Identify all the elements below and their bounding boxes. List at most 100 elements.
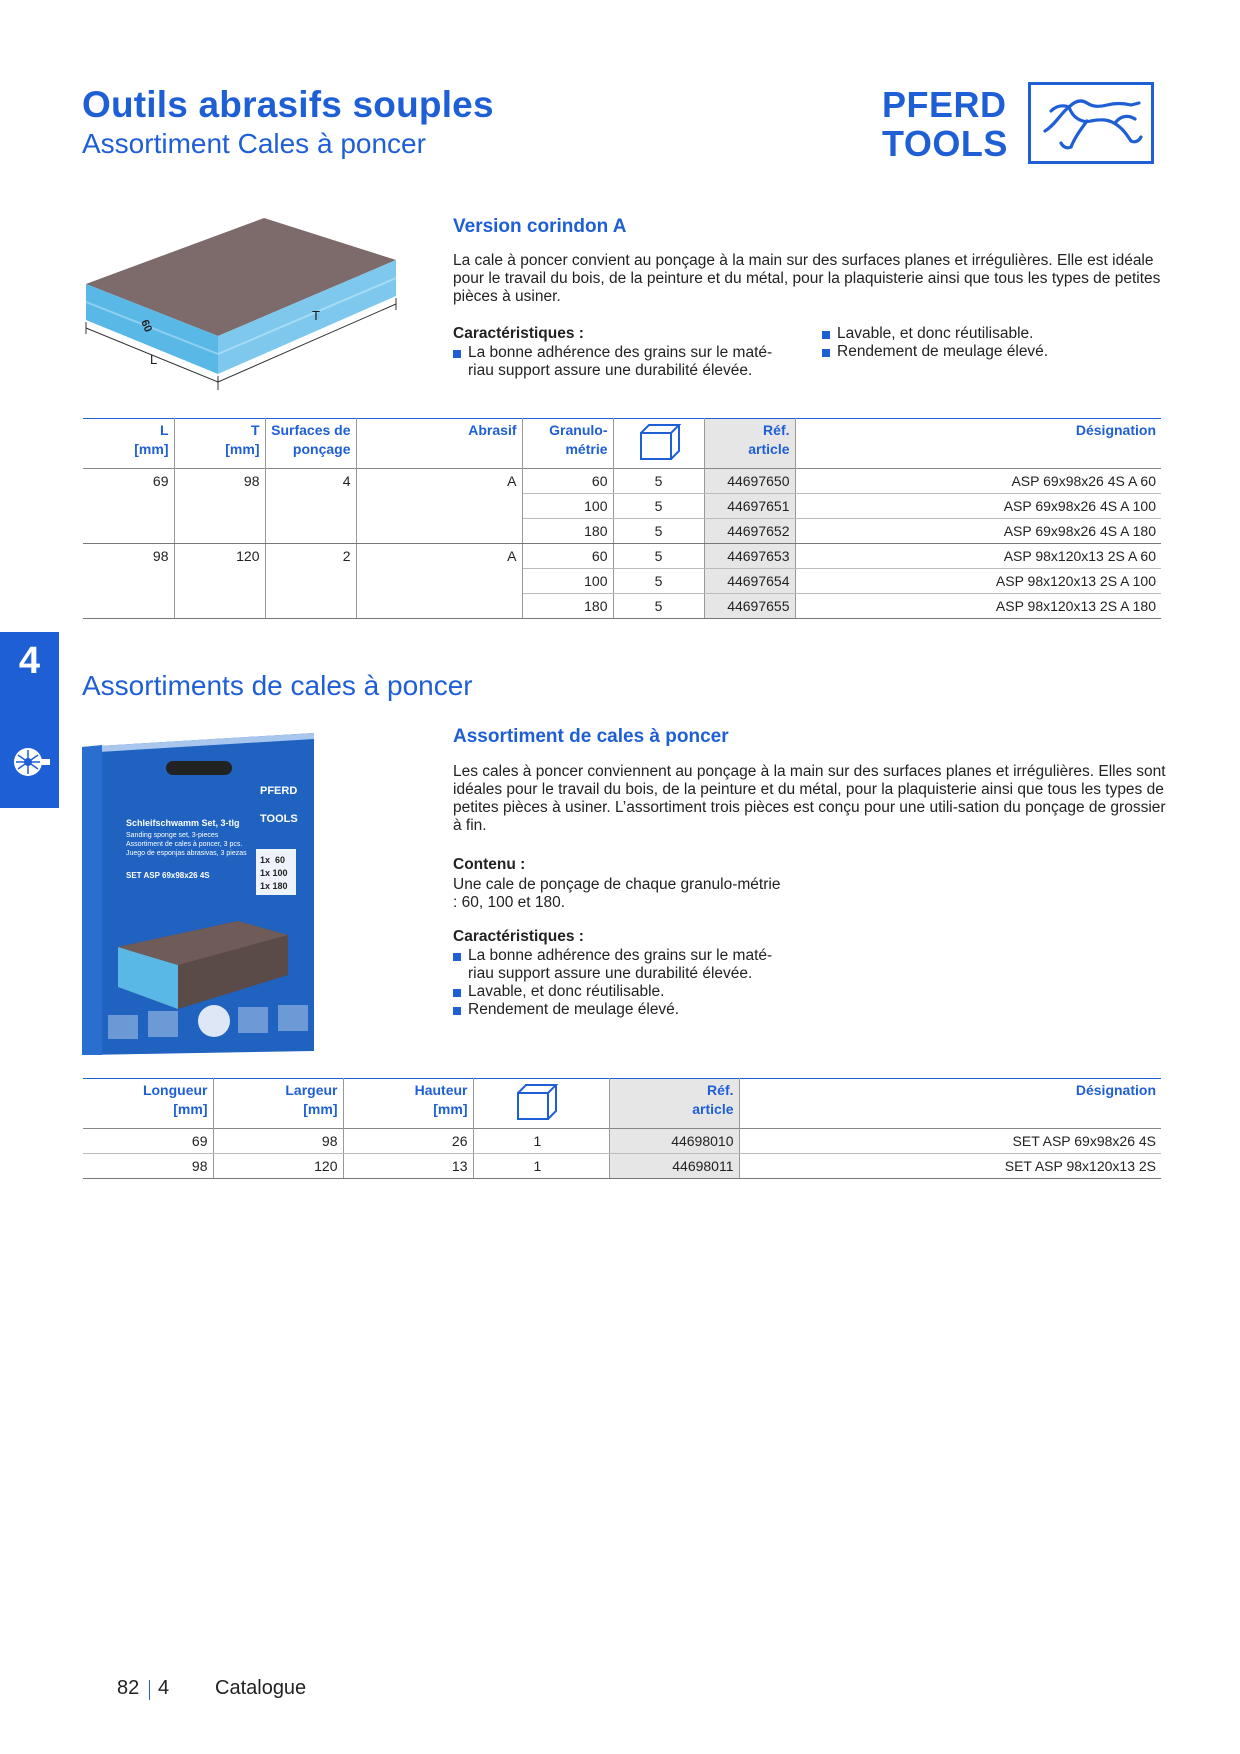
table-cell: 44697651: [704, 493, 796, 519]
feature-item: La bonne adhérence des grains sur le mat…: [453, 344, 793, 380]
col-header-largeur: Largeur [mm]: [213, 1078, 344, 1129]
chapter-tab[interactable]: 4: [0, 632, 59, 808]
section2-contents-text: Une cale de ponçage de chaque granulo-mé…: [453, 876, 781, 911]
footer-divider: [149, 1680, 150, 1700]
package-icon: [516, 1084, 558, 1120]
table-cell: 98: [83, 1153, 214, 1179]
table-cell: ASP 69x98x26 4S A 100: [795, 493, 1161, 519]
table-cell: 100: [522, 493, 614, 519]
col-header-abrasif: Abrasif: [356, 418, 523, 469]
col-header-package: [613, 418, 705, 469]
table-cell: SET ASP 69x98x26 4S: [739, 1128, 1161, 1154]
flap-wheel-icon: [8, 740, 52, 789]
logo-word-pferd: PFERD: [882, 84, 1007, 125]
table-cell: 5: [613, 493, 705, 519]
table-cell: 5: [613, 518, 705, 544]
package-qty-100: 1x 100: [260, 868, 288, 878]
table-cell: [174, 568, 266, 594]
table-cell: [265, 593, 357, 619]
table-cell: A: [356, 543, 523, 569]
table-cell: SET ASP 98x120x13 2S: [739, 1153, 1161, 1179]
table-cell: 180: [522, 518, 614, 544]
package-brand-tools: TOOLS: [260, 813, 298, 825]
footer-label: Catalogue: [215, 1677, 307, 1699]
table-cell: 44698011: [609, 1153, 740, 1179]
table-cell: [83, 568, 175, 594]
page-number: 82: [117, 1677, 140, 1699]
col-header-surfaces: Surfaces de ponçage: [265, 418, 357, 469]
table-cell: [83, 493, 175, 519]
table-cell: [356, 518, 523, 544]
table-cell: 120: [174, 543, 266, 569]
table-cell: 5: [613, 468, 705, 494]
table-cell: 5: [613, 593, 705, 619]
product-table-2: Longueur [mm] Largeur [mm] Hauteur [mm] …: [83, 1078, 1161, 1179]
sponge-set-package-image: PFERD TOOLS Schleifschwamm Set, 3-tlg Sa…: [78, 725, 318, 1060]
section2-features-label: Caractéristiques :: [453, 928, 584, 945]
table-cell: 180: [522, 593, 614, 619]
col-header-hauteur: Hauteur [mm]: [343, 1078, 474, 1129]
col-header-granulometrie: Granulo- métrie: [522, 418, 614, 469]
table-cell: [265, 518, 357, 544]
feature-item: Lavable, et donc réutilisable.: [453, 983, 793, 1001]
section1-heading: Version corindon A: [453, 216, 627, 237]
section1-features-right: Lavable, et donc réutilisable. Rendement…: [822, 325, 1152, 361]
sanding-sponge-image: L T 60: [78, 210, 398, 402]
chapter-number: 4: [18, 640, 41, 682]
table-cell: 60: [522, 468, 614, 494]
horse-logo-icon: [1028, 82, 1154, 164]
col-header-designation: Désignation: [1075, 422, 1156, 438]
table-cell: 44698010: [609, 1128, 740, 1154]
table-cell: [356, 493, 523, 519]
table-cell: A: [356, 468, 523, 494]
col-header-t: T [mm]: [174, 418, 266, 469]
package-text-set: SET ASP 69x98x26 4S: [126, 871, 210, 880]
table-cell: 5: [613, 543, 705, 569]
table-cell: [174, 593, 266, 619]
table-cell: [83, 593, 175, 619]
table-cell: 1: [473, 1153, 610, 1179]
table-cell: 5: [613, 568, 705, 594]
section2-description: Les cales à poncer conviennent au ponçag…: [453, 763, 1166, 834]
page-title: Outils abrasifs souples: [82, 84, 494, 125]
col-header-ref: Réf. article: [704, 418, 796, 469]
table-cell: ASP 69x98x26 4S A 180: [795, 518, 1161, 544]
table-cell: 2: [265, 543, 357, 569]
table-cell: [174, 493, 266, 519]
col-header-longueur: Longueur [mm]: [83, 1078, 214, 1129]
table-cell: ASP 69x98x26 4S A 60: [795, 468, 1161, 494]
col-header-l: L [mm]: [83, 418, 175, 469]
table-cell: 100: [522, 568, 614, 594]
section1-features-label: Caractéristiques :: [453, 325, 584, 342]
col-header-ref: Réf. article: [609, 1078, 740, 1129]
table-cell: ASP 98x120x13 2S A 180: [795, 593, 1161, 619]
table-cell: 13: [343, 1153, 474, 1179]
table-cell: 44697654: [704, 568, 796, 594]
table-cell: [356, 593, 523, 619]
table-cell: ASP 98x120x13 2S A 100: [795, 568, 1161, 594]
table-cell: 60: [522, 543, 614, 569]
section1-description: La cale à poncer convient au ponçage à l…: [453, 252, 1161, 305]
table-cell: 98: [83, 543, 175, 569]
table-cell: 44697655: [704, 593, 796, 619]
table-cell: 44697650: [704, 468, 796, 494]
pferd-logo: PFERD TOOLS: [882, 82, 1160, 168]
table-cell: 44697652: [704, 518, 796, 544]
package-text-de: Schleifschwamm Set, 3-tlg: [126, 818, 240, 828]
table-cell: 98: [213, 1128, 344, 1154]
section2-features-list: La bonne adhérence des grains sur le mat…: [453, 947, 793, 1019]
table-cell: [265, 568, 357, 594]
package-brand-pferd: PFERD: [260, 785, 298, 797]
section2-contents-label: Contenu :: [453, 856, 526, 873]
table-cell: 69: [83, 1128, 214, 1154]
feature-item: Rendement de meulage élevé.: [453, 1001, 793, 1019]
dimension-label-l: L: [150, 352, 158, 367]
